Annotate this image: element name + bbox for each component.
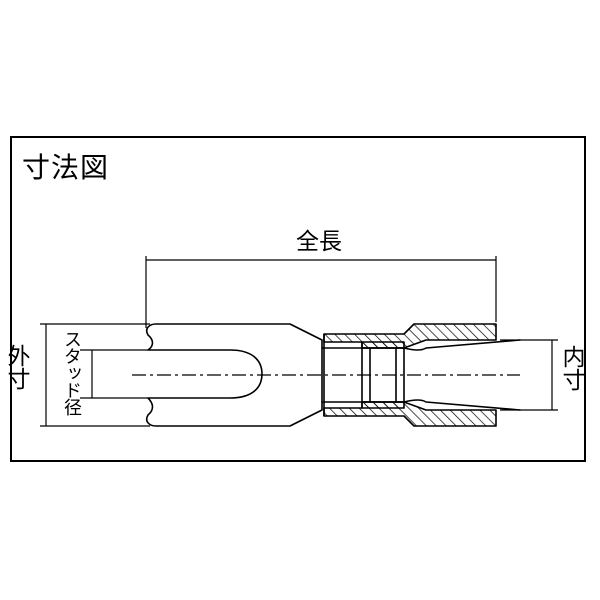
drawing-title: 寸法図 — [22, 151, 110, 184]
outer-dimension-label: 外寸 — [3, 344, 29, 390]
stud-diameter-dimension — [80, 349, 148, 399]
stud-diameter-label: スタッド径 — [61, 330, 82, 415]
wire-outline — [403, 339, 521, 411]
inner-dimension-label: 内寸 — [558, 345, 584, 391]
outer-dimension — [40, 323, 150, 427]
fork-terminal-outline — [145, 323, 323, 427]
sleeve-cross-section — [323, 323, 497, 427]
overall-length-label: 全長 — [296, 229, 342, 255]
overall-length-dimension — [145, 256, 497, 328]
drawing-frame — [10, 136, 586, 462]
inner-dimension — [500, 339, 558, 411]
